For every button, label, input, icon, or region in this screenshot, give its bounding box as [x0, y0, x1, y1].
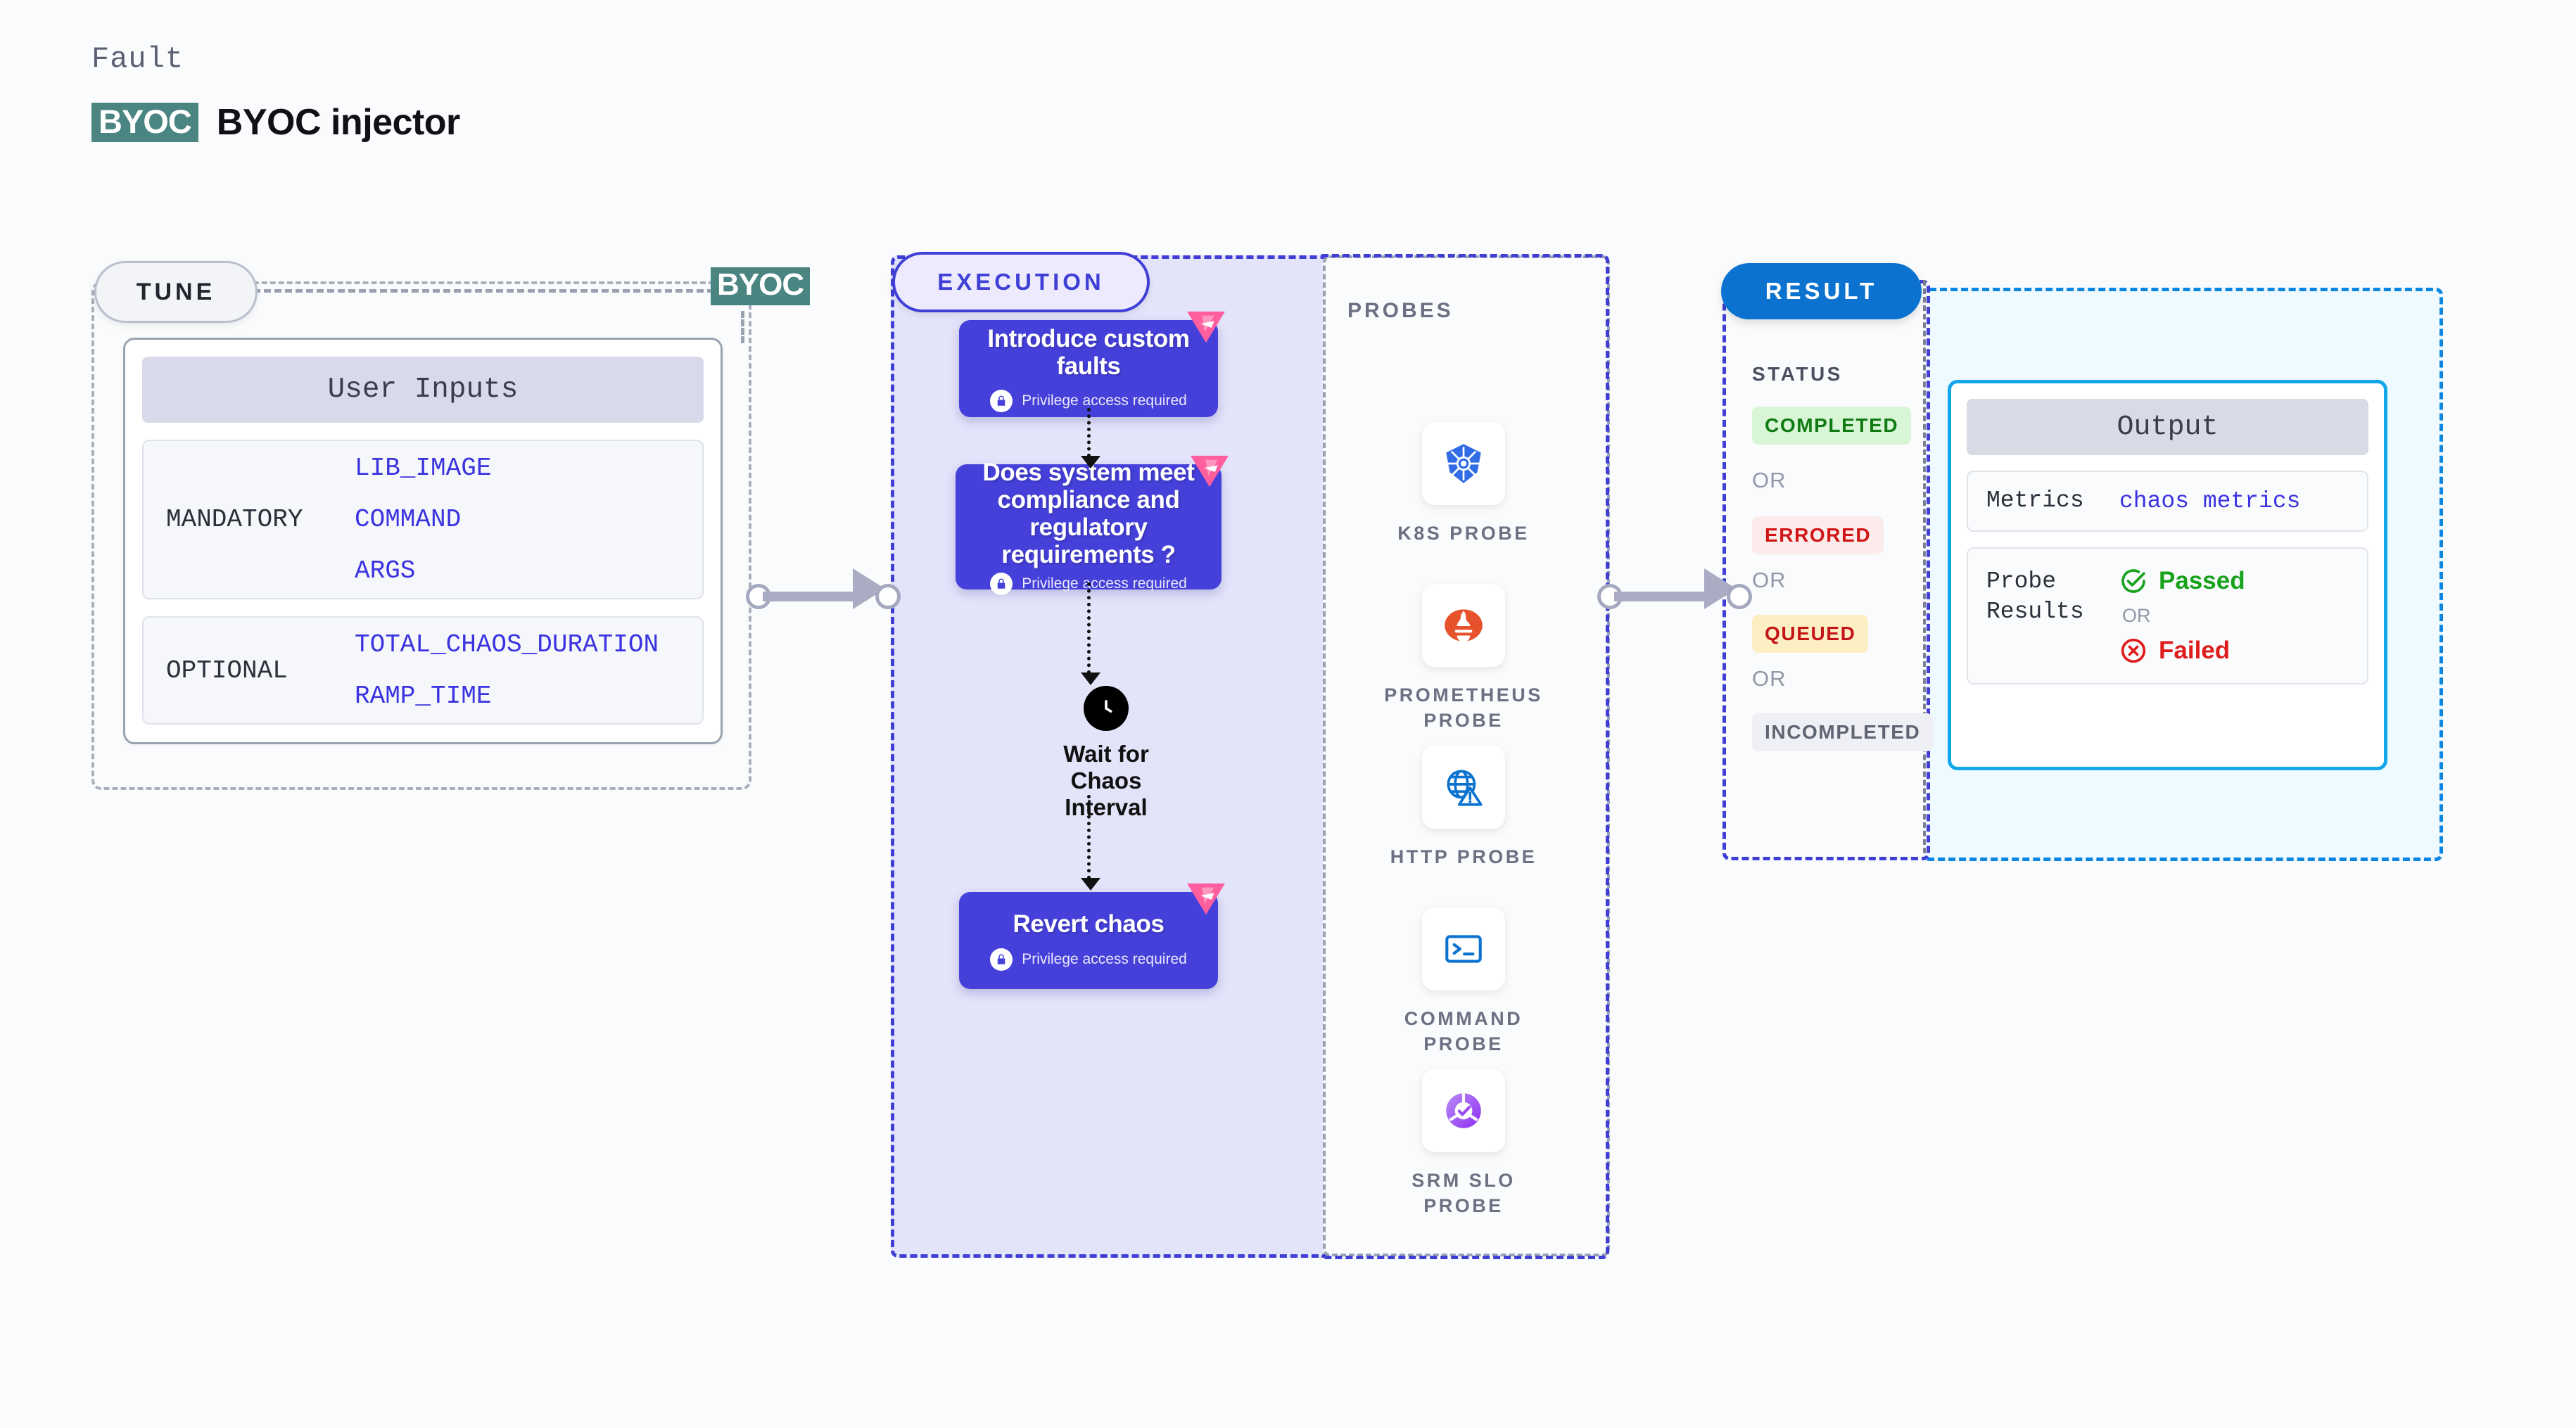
output-metrics-key: Metrics: [1986, 487, 2084, 514]
exec-step-title: Revert chaos: [1013, 910, 1165, 938]
connector-bar: [763, 592, 861, 601]
lock-icon: [990, 573, 1013, 596]
probe-item-http[interactable]: HTTP PROBE: [1372, 746, 1555, 869]
prometheus-icon: [1422, 584, 1505, 667]
privilege-note: Privilege access required: [990, 390, 1187, 413]
byoc-badge-stub: [741, 311, 744, 343]
page-title: BYOC injector: [216, 102, 461, 143]
status-or-1: OR: [1752, 468, 1787, 492]
execution-panel: [891, 255, 1331, 1258]
status-badge-completed: COMPLETED: [1752, 407, 1912, 445]
privilege-note: Privilege access required: [990, 573, 1187, 596]
tune-dashed-connector: [253, 289, 714, 293]
param-ramp-time[interactable]: RAMP_TIME: [355, 682, 492, 710]
privilege-note: Privilege access required: [990, 948, 1187, 971]
connector-execution-to-result: [1597, 568, 1752, 609]
srm-slo-icon: [1422, 1069, 1505, 1152]
connector-tune-to-execution: [746, 568, 901, 609]
privilege-note-text: Privilege access required: [1022, 950, 1187, 967]
probe-result-passed-label: Passed: [2159, 566, 2245, 594]
user-inputs-card: User Inputs MANDATORY LIB_IMAGE COMMAND …: [123, 338, 723, 744]
exec-step-title: Introduce custom faults: [987, 324, 1190, 380]
exec-step-introduce-custom-faults[interactable]: Introduce custom faults Privilege access…: [959, 311, 1225, 417]
exec-step-compliance-check[interactable]: Does system meet compliance and regulato…: [956, 455, 1229, 596]
user-inputs-header: User Inputs: [142, 357, 704, 423]
param-total-chaos-duration[interactable]: TOTAL_CHAOS_DURATION: [355, 630, 659, 659]
probe-label: PROMETHEUS PROBE: [1384, 684, 1543, 732]
param-group-mandatory: MANDATORY LIB_IMAGE COMMAND ARGS: [142, 440, 704, 599]
probe-result-passed: Passed: [2119, 567, 2245, 595]
status-badge-incompleted: INCOMPLETED: [1752, 713, 1934, 751]
probes-title: PROBES: [1347, 299, 1454, 322]
connector-bar: [1614, 592, 1713, 601]
probe-result-or: OR: [2122, 604, 2151, 626]
connector-end-dot: [875, 584, 901, 609]
x-circle-icon: [2121, 638, 2146, 663]
param-args[interactable]: ARGS: [355, 556, 416, 585]
connector-end-dot: [1727, 584, 1752, 609]
page-header: Fault BYOC BYOC injector: [91, 42, 460, 144]
probe-label: SRM SLO PROBE: [1411, 1170, 1516, 1217]
kubernetes-icon: [1422, 422, 1505, 505]
byoc-logo-icon: BYOC: [91, 103, 198, 142]
result-section-pill: RESULT: [1721, 263, 1922, 319]
byoc-badge-icon: BYOC: [711, 267, 811, 305]
privilege-note-text: Privilege access required: [1022, 393, 1187, 409]
param-group-optional: OPTIONAL TOTAL_CHAOS_DURATION RAMP_TIME: [142, 616, 704, 725]
harness-logo-icon: [1191, 455, 1229, 487]
result-panel-divider: [1923, 280, 1926, 853]
probe-item-prometheus[interactable]: PROMETHEUS PROBE: [1372, 584, 1555, 734]
param-lib-image[interactable]: LIB_IMAGE: [355, 454, 492, 483]
param-group-label: MANDATORY: [166, 505, 303, 534]
exec-step-revert-chaos[interactable]: Revert chaos Privilege access required: [959, 883, 1225, 989]
output-row-metrics: Metrics chaos metrics: [1967, 471, 2368, 532]
check-circle-icon: [2121, 569, 2145, 593]
param-group-label: OPTIONAL: [166, 656, 288, 685]
probe-label: K8S PROBE: [1397, 523, 1530, 544]
probe-item-k8s[interactable]: K8S PROBE: [1372, 422, 1555, 546]
harness-logo-icon: [1187, 883, 1225, 915]
lock-icon: [990, 948, 1013, 971]
exec-wait-label: Wait for Chaos Interval: [1063, 741, 1149, 820]
flow-arrow-3: [1081, 795, 1100, 891]
status-title: STATUS: [1752, 363, 1843, 385]
param-value-list: TOTAL_CHAOS_DURATION RAMP_TIME: [355, 630, 659, 710]
flow-arrow-2: [1081, 582, 1100, 685]
exec-step-title: Does system meet compliance and regulato…: [982, 458, 1195, 569]
probe-label: COMMAND PROBE: [1404, 1008, 1523, 1055]
status-or-3: OR: [1752, 666, 1787, 691]
output-probe-results-values: Passed OR Failed: [2119, 567, 2245, 665]
title-row: BYOC BYOC injector: [91, 101, 460, 144]
exec-wait-node: Wait for Chaos Interval: [1057, 686, 1155, 821]
probe-item-srm-slo[interactable]: SRM SLO PROBE: [1372, 1069, 1555, 1219]
harness-logo-icon: [1187, 311, 1225, 343]
terminal-icon: [1422, 907, 1505, 990]
probe-result-failed-label: Failed: [2159, 636, 2231, 664]
flow-arrow-1: [1081, 408, 1100, 468]
globe-warning-icon: [1422, 746, 1505, 829]
breadcrumb-fault: Fault: [91, 42, 184, 76]
output-metrics-value[interactable]: chaos metrics: [2119, 487, 2301, 514]
probe-result-failed: Failed: [2119, 637, 2245, 665]
output-header: Output: [1967, 399, 2368, 455]
status-badge-errored: ERRORED: [1752, 516, 1884, 554]
privilege-note-text: Privilege access required: [1022, 575, 1187, 592]
param-command[interactable]: COMMAND: [355, 505, 462, 534]
status-badge-queued: QUEUED: [1752, 615, 1869, 653]
result-panel: [1722, 280, 1930, 860]
status-or-2: OR: [1752, 568, 1787, 592]
execution-section-pill: EXECUTION: [892, 252, 1150, 312]
param-value-list: LIB_IMAGE COMMAND ARGS: [355, 454, 491, 585]
tune-section-pill: TUNE: [94, 261, 258, 323]
lock-icon: [990, 390, 1013, 413]
probe-item-command[interactable]: COMMAND PROBE: [1372, 907, 1555, 1057]
clock-icon: [1084, 686, 1129, 731]
probe-label: HTTP PROBE: [1390, 846, 1537, 867]
